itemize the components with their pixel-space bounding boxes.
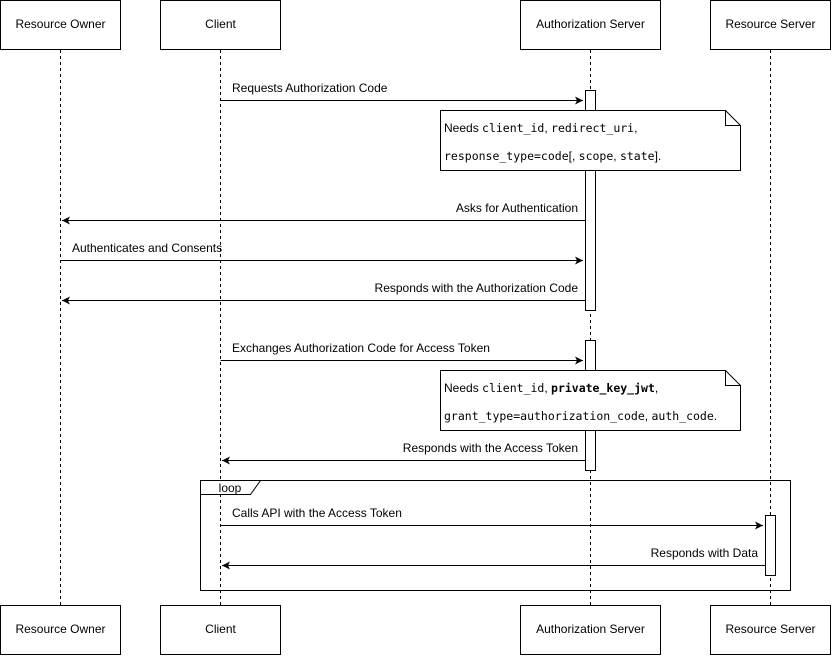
actor-label: Resource Owner: [15, 622, 105, 636]
message-label-8: Responds with Data: [651, 546, 759, 560]
actor-label: Resource Server: [725, 17, 815, 31]
note-segment: private_key_jwt: [551, 381, 655, 396]
actor-label: Client: [205, 622, 236, 636]
note-segment: ,: [544, 381, 551, 395]
note-segment: ,: [613, 149, 620, 163]
loop-label: loop: [219, 481, 242, 495]
note-segment: Needs: [444, 381, 482, 395]
note-1-line-1: Needs client_id, redirect_uri,: [444, 121, 637, 135]
activation-bar-resource-server: [765, 515, 776, 576]
note-segment: auth_code: [651, 409, 713, 423]
loop-frame: loop: [200, 480, 791, 591]
actor-top-client: Client: [160, 0, 281, 50]
actor-top-authorization-server: Authorization Server: [520, 0, 661, 50]
note-token-request: Needs client_id, private_key_jwt, grant_…: [440, 370, 741, 431]
actor-label: Client: [205, 17, 236, 31]
actor-label: Resource Server: [725, 622, 815, 636]
note-segment: .: [714, 409, 717, 423]
message-label-3: Authenticates and Consents: [72, 241, 222, 255]
note-segment: scope: [579, 149, 614, 163]
actor-bottom-resource-server: Resource Server: [710, 605, 831, 655]
note-1-line-2: response_type=code[, scope, state].: [444, 149, 661, 163]
message-label-2: Asks for Authentication: [456, 201, 578, 215]
note-segment: ].: [655, 149, 662, 163]
actor-label: Authorization Server: [536, 17, 645, 31]
note-segment: grant_type=authorization_code: [444, 409, 645, 423]
note-segment: response_type=code: [444, 149, 569, 163]
note-segment: ,: [634, 121, 637, 135]
actor-label: Authorization Server: [536, 622, 645, 636]
note-2-line-2: grant_type=authorization_code, auth_code…: [444, 409, 717, 423]
note-segment: state: [620, 149, 655, 163]
note-segment: redirect_uri: [551, 121, 634, 135]
actor-bottom-client: Client: [160, 605, 281, 655]
actor-top-resource-owner: Resource Owner: [0, 0, 121, 50]
message-label-1: Requests Authorization Code: [232, 81, 388, 95]
note-segment: client_id: [482, 381, 544, 395]
note-segment: client_id: [482, 121, 544, 135]
actor-label: Resource Owner: [15, 17, 105, 31]
note-segment: ,: [655, 381, 658, 395]
actor-bottom-resource-owner: Resource Owner: [0, 605, 121, 655]
message-label-6: Responds with the Access Token: [403, 441, 578, 455]
message-label-4: Responds with the Authorization Code: [375, 281, 579, 295]
message-label-5: Exchanges Authorization Code for Access …: [232, 341, 490, 355]
note-segment: ,: [645, 409, 652, 423]
message-label-7: Calls API with the Access Token: [232, 506, 402, 520]
note-segment: ,: [544, 121, 551, 135]
note-segment: Needs: [444, 121, 482, 135]
actor-top-resource-server: Resource Server: [710, 0, 831, 50]
activation-bar-auth-1: [585, 90, 596, 311]
actor-bottom-authorization-server: Authorization Server: [520, 605, 661, 655]
note-authorization-request: Needs client_id, redirect_uri, response_…: [440, 110, 741, 171]
note-segment: [,: [569, 149, 579, 163]
note-2-line-1: Needs client_id, private_key_jwt,: [444, 381, 658, 396]
